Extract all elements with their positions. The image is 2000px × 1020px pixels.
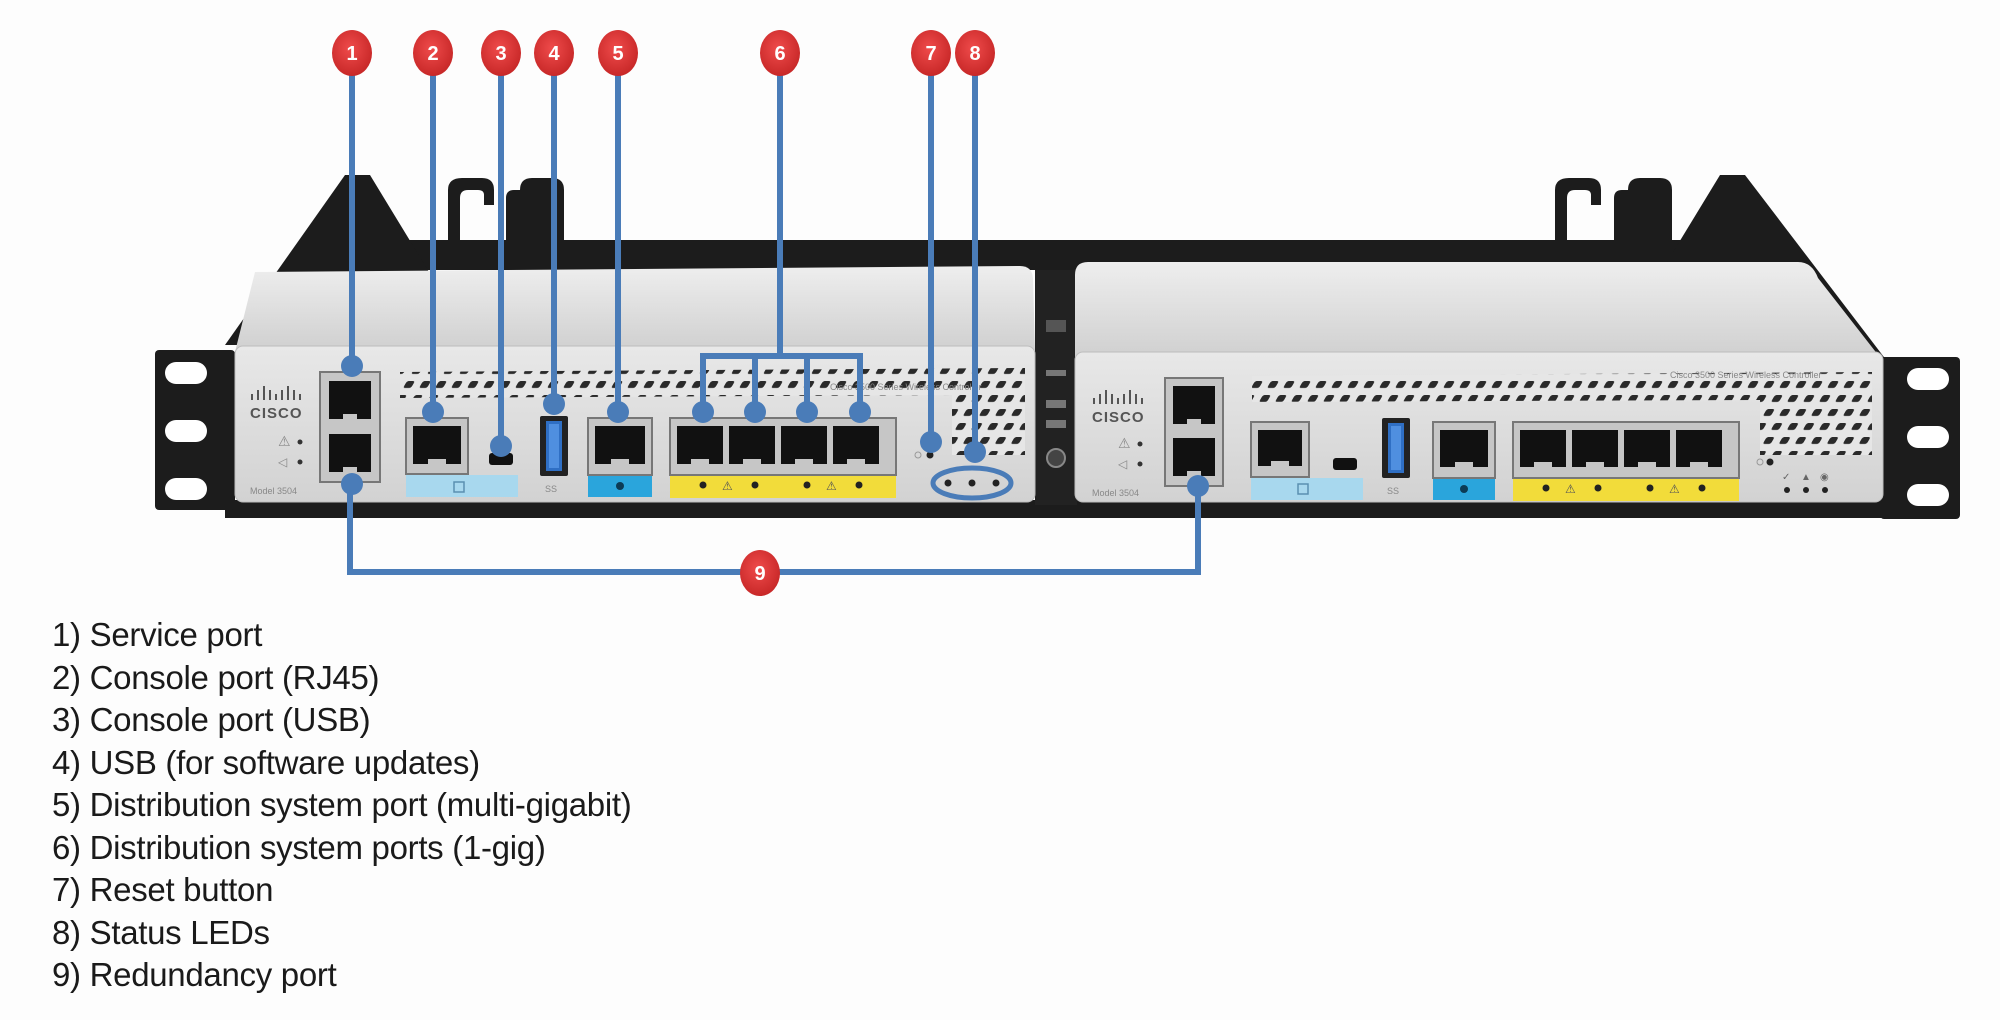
usb-ss-label: SS (545, 484, 557, 494)
gig-warning-icon: ⚠ (1669, 482, 1680, 496)
svg-text:3: 3 (495, 43, 506, 65)
rack-ear-hole (165, 362, 207, 384)
svg-text:8: 8 (969, 43, 980, 65)
gig-warning-icon: ⚠ (722, 479, 733, 493)
status-leds (944, 479, 1000, 487)
rack-ear-hole (165, 478, 207, 500)
legend-item-console-usb: 3) Console port (USB) (52, 701, 371, 738)
callout-1: 1 (332, 30, 372, 76)
leader-lines (347, 70, 1201, 575)
brand-label: CISCO (1092, 409, 1145, 426)
brand-label: CISCO (250, 405, 303, 422)
legend-item-console-rj45: 2) Console port (RJ45) (52, 658, 380, 696)
power-status-icon: ◁ (1118, 457, 1128, 471)
callout-7: 7 (911, 30, 951, 76)
svg-text:▲: ▲ (1801, 472, 1811, 483)
callout-3: 3 (481, 30, 521, 76)
console-icon (1297, 483, 1309, 495)
console-label-strip (406, 475, 518, 497)
redundancy-port[interactable] (329, 434, 371, 473)
gig-port[interactable] (729, 426, 775, 466)
gig-port[interactable] (1520, 430, 1566, 469)
usb-port[interactable] (1382, 418, 1410, 478)
callout-4: 4 (534, 30, 574, 76)
gig-port[interactable] (781, 426, 827, 466)
svg-text:7: 7 (925, 43, 936, 65)
gig-warning-icon: ⚠ (826, 479, 837, 493)
rack-ear-hole (1907, 368, 1949, 390)
console-icon (453, 481, 465, 493)
usb-ss-label: SS (1387, 486, 1399, 496)
gig-port[interactable] (1676, 430, 1722, 469)
console-port-usb[interactable] (1333, 458, 1357, 470)
gig-port[interactable] (833, 426, 879, 466)
svg-text:2: 2 (427, 43, 438, 65)
svg-text:1: 1 (346, 43, 357, 65)
legend-item-service-port: 1) Service port (52, 616, 263, 653)
status-leds: ✓ ▲ ◉ (1782, 472, 1829, 493)
vent-grille (1252, 372, 1872, 455)
series-label: Cisco 3500 Series Wireless Controller (830, 382, 982, 392)
svg-text:9: 9 (754, 563, 765, 585)
callout-8: 8 (955, 30, 995, 76)
legend-list: 1) Service port 2) Console port (RJ45) 3… (52, 614, 632, 997)
legend-item-multigig: 5) Distribution system port (multi-gigab… (52, 786, 632, 823)
legend-item-gig-ports: 6) Distribution system ports (1-gig) (52, 828, 546, 866)
console-label-strip (1251, 478, 1363, 500)
gig-port[interactable] (677, 426, 723, 466)
model-label: Model 3504 (250, 486, 297, 496)
gig-port[interactable] (1624, 430, 1670, 469)
callout-6: 6 (760, 30, 800, 76)
callout-5: 5 (598, 30, 638, 76)
multigig-port[interactable] (1432, 421, 1496, 479)
network-status-icon: ⚠ (278, 433, 291, 449)
service-port[interactable] (329, 381, 371, 420)
controller-unit-secondary: Cisco 3500 Series Wireless Controller CI… (1074, 262, 1884, 503)
console-port-usb[interactable] (489, 453, 513, 465)
svg-text:4: 4 (548, 43, 560, 65)
svg-text:◉: ◉ (1820, 472, 1829, 483)
unit-top-cover (1075, 262, 1882, 360)
gig-port[interactable] (1572, 430, 1618, 469)
rack-right-hook (1555, 178, 1601, 260)
rack-ear-hole (1907, 484, 1949, 506)
callouts: 1 2 3 4 5 6 7 8 9 (332, 30, 995, 596)
controller-rack-diagram: Cisco 3500 Series Wireless Controller CI… (155, 30, 1960, 596)
leader-line-6 (700, 70, 863, 414)
redundancy-port[interactable] (1173, 438, 1215, 477)
legend-item-reset: 7) Reset button (52, 871, 274, 908)
rack-bottom-rail (225, 500, 1905, 518)
leader-dots (341, 355, 1209, 497)
reset-button[interactable] (1766, 458, 1774, 466)
rack-middle-gap (1035, 270, 1077, 505)
legend-item-usb: 4) USB (for software updates) (52, 743, 480, 781)
legend-item-redundancy: 9) Redundancy port (52, 956, 337, 993)
callout-9: 9 (740, 550, 780, 596)
rack-ear-hole (165, 420, 207, 442)
console-port-rj45[interactable] (1250, 421, 1310, 478)
rack-left-hook (506, 178, 564, 260)
rack-left-hook (448, 178, 494, 260)
service-port[interactable] (1173, 386, 1215, 425)
reset-button[interactable] (926, 451, 934, 459)
callout-2: 2 (413, 30, 453, 76)
svg-text:✓: ✓ (1782, 472, 1790, 483)
usb-port[interactable] (540, 416, 568, 476)
series-label: Cisco 3500 Series Wireless Controller (1670, 370, 1822, 380)
network-status-icon: ⚠ (1118, 435, 1131, 451)
rack-ear-hole (1907, 426, 1949, 448)
svg-text:5: 5 (612, 43, 623, 65)
legend-item-status-leds: 8) Status LEDs (52, 913, 270, 951)
status-leds-highlight (930, 465, 1014, 501)
model-label: Model 3504 (1092, 488, 1139, 498)
console-port-rj45[interactable] (405, 417, 469, 475)
rack-right-hook (1614, 178, 1672, 260)
multigig-port[interactable] (587, 417, 653, 476)
svg-text:6: 6 (774, 43, 785, 65)
gig-warning-icon: ⚠ (1565, 482, 1576, 496)
ground-screw-icon (1046, 448, 1066, 468)
cisco-logo: CISCO (1092, 390, 1145, 426)
power-status-icon: ◁ (278, 455, 288, 469)
cisco-logo: CISCO (250, 386, 303, 422)
